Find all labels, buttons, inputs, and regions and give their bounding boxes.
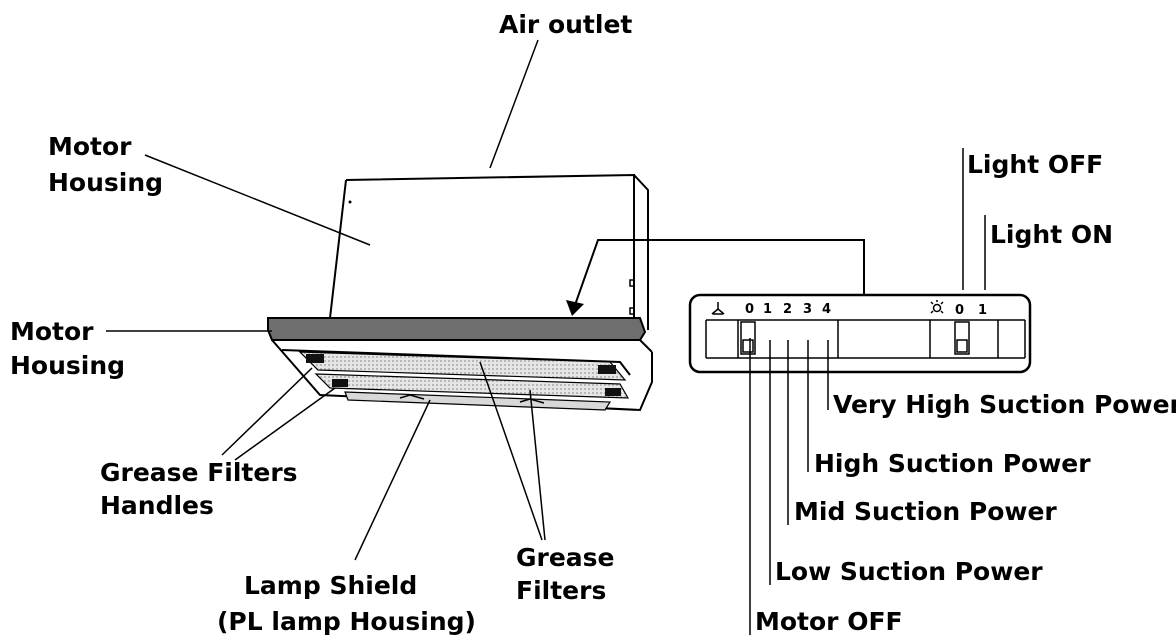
label-grease-filters: Grease: [516, 543, 615, 572]
motor-position-1: 1: [763, 302, 772, 317]
label-motor-off: Motor OFF: [755, 607, 903, 636]
leader-lines: [106, 39, 986, 635]
grease-filter-upper: [298, 351, 627, 381]
label-motor-housing-top-2: Housing: [48, 168, 163, 197]
filter-handle-right-top: [598, 365, 616, 374]
filter-handle-right-bottom: [605, 388, 621, 396]
front-visor: [267, 317, 653, 353]
label-mid-suction: Mid Suction Power: [794, 497, 1057, 526]
label-grease-filters-handles-2: Handles: [100, 491, 214, 520]
motor-housing-box: [329, 173, 649, 330]
label-air-outlet: Air outlet: [499, 10, 632, 39]
slide-out-tray: [271, 339, 653, 412]
light-position-1: 1: [978, 303, 987, 318]
control-panel: 0 1 2 3 4 0 1: [688, 293, 1032, 374]
label-light-off: Light OFF: [967, 150, 1103, 179]
label-high-suction: High Suction Power: [814, 449, 1091, 478]
light-bulb-icon: [930, 300, 944, 314]
label-motor-housing-side-2: Housing: [10, 351, 125, 380]
label-motor-housing-side: Motor: [10, 317, 94, 346]
label-light-on: Light ON: [990, 220, 1113, 249]
label-motor-housing-top: Motor: [48, 132, 132, 161]
light-position-0: 0: [955, 303, 964, 318]
label-lamp-shield-2: (PL lamp Housing): [217, 607, 476, 636]
fan-icon: [711, 302, 725, 315]
label-grease-filters-handles: Grease Filters: [100, 458, 298, 487]
label-grease-filters-2: Filters: [516, 576, 606, 605]
filter-handle-left-top: [306, 354, 324, 363]
motor-slider-knob[interactable]: [740, 321, 756, 355]
panel-connector-arrow: [566, 239, 865, 316]
label-low-suction: Low Suction Power: [775, 557, 1043, 586]
range-hood: [267, 173, 653, 412]
light-slider-knob[interactable]: [954, 321, 970, 355]
label-very-high-suction: Very High Suction Power: [833, 390, 1176, 419]
motor-position-3: 3: [803, 302, 812, 317]
label-lamp-shield: Lamp Shield: [244, 571, 417, 600]
grease-filter-lower: [314, 373, 630, 399]
motor-position-0: 0: [745, 302, 754, 317]
filter-handle-left-bottom: [332, 379, 348, 387]
labels: Air outlet Motor Housing Motor Housing G…: [10, 10, 1176, 636]
control-panel-body: [688, 293, 1032, 374]
lamp-shield-shape: [344, 391, 612, 411]
motor-position-4: 4: [822, 302, 831, 317]
motor-position-2: 2: [783, 302, 792, 317]
